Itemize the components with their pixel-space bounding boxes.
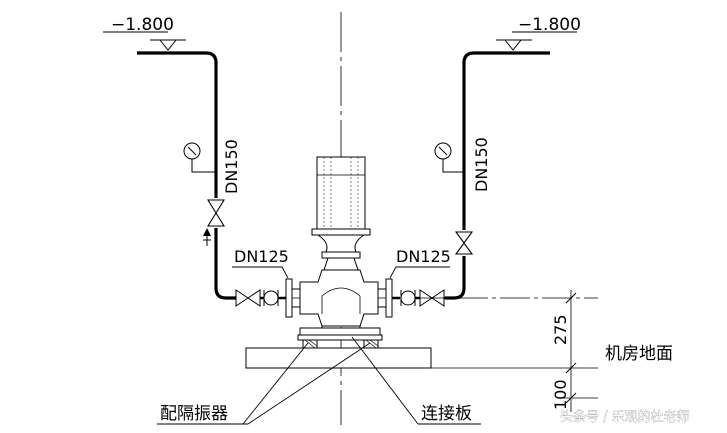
dim-slab-text: 100 (551, 379, 570, 410)
isolator-leader (157, 342, 371, 425)
dimension-group: 275 100 (551, 290, 598, 412)
floor-label: 机房地面 (605, 344, 673, 364)
branch-right-size-label: DN125 (396, 247, 451, 266)
vibration-isolator-right-icon (363, 339, 379, 349)
isolator-label: 配隔振器 (160, 404, 228, 424)
dim-base-height-text: 275 (551, 314, 570, 345)
pipe-left-size-label: DN150 (222, 139, 241, 194)
plate-leader (351, 336, 481, 425)
pressure-gauge-right-icon (434, 142, 464, 173)
concrete-base (245, 347, 432, 369)
pipe-right (445, 51, 550, 300)
connecting-plate (297, 326, 383, 341)
pressure-gauge-left-icon (183, 142, 216, 173)
elevation-mark-left: −1.800 (103, 15, 186, 51)
watermark-text: 头条号 / 乐观的杜老师 (560, 409, 690, 425)
branch-left-size-label: DN125 (234, 247, 289, 266)
plate-label: 连接板 (421, 404, 472, 424)
branch-left-label-group: DN125 (232, 247, 289, 279)
elevation-right-text: −1.800 (518, 15, 581, 35)
pipe-left (137, 51, 236, 300)
pipe-right-size-label: DN150 (472, 137, 491, 192)
pipe-fittings-left (235, 278, 300, 318)
vertical-pump (299, 156, 379, 327)
elevation-left-text: −1.800 (111, 15, 174, 35)
gate-valve-left-vertical-icon (207, 198, 225, 228)
branch-right-label-group: DN125 (389, 247, 451, 279)
pipe-fittings-right (378, 278, 446, 318)
gate-valve-right-vertical-icon (454, 230, 474, 256)
flow-arrow-up-icon (203, 228, 211, 246)
elevation-mark-right: −1.800 (496, 15, 581, 51)
